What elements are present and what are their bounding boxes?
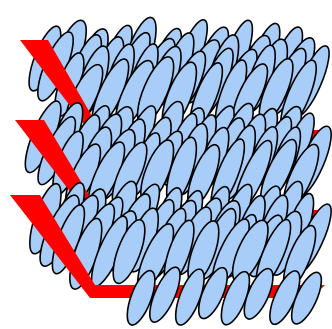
smectic-layer-diagram <box>0 0 332 329</box>
diagram-canvas <box>0 0 332 329</box>
